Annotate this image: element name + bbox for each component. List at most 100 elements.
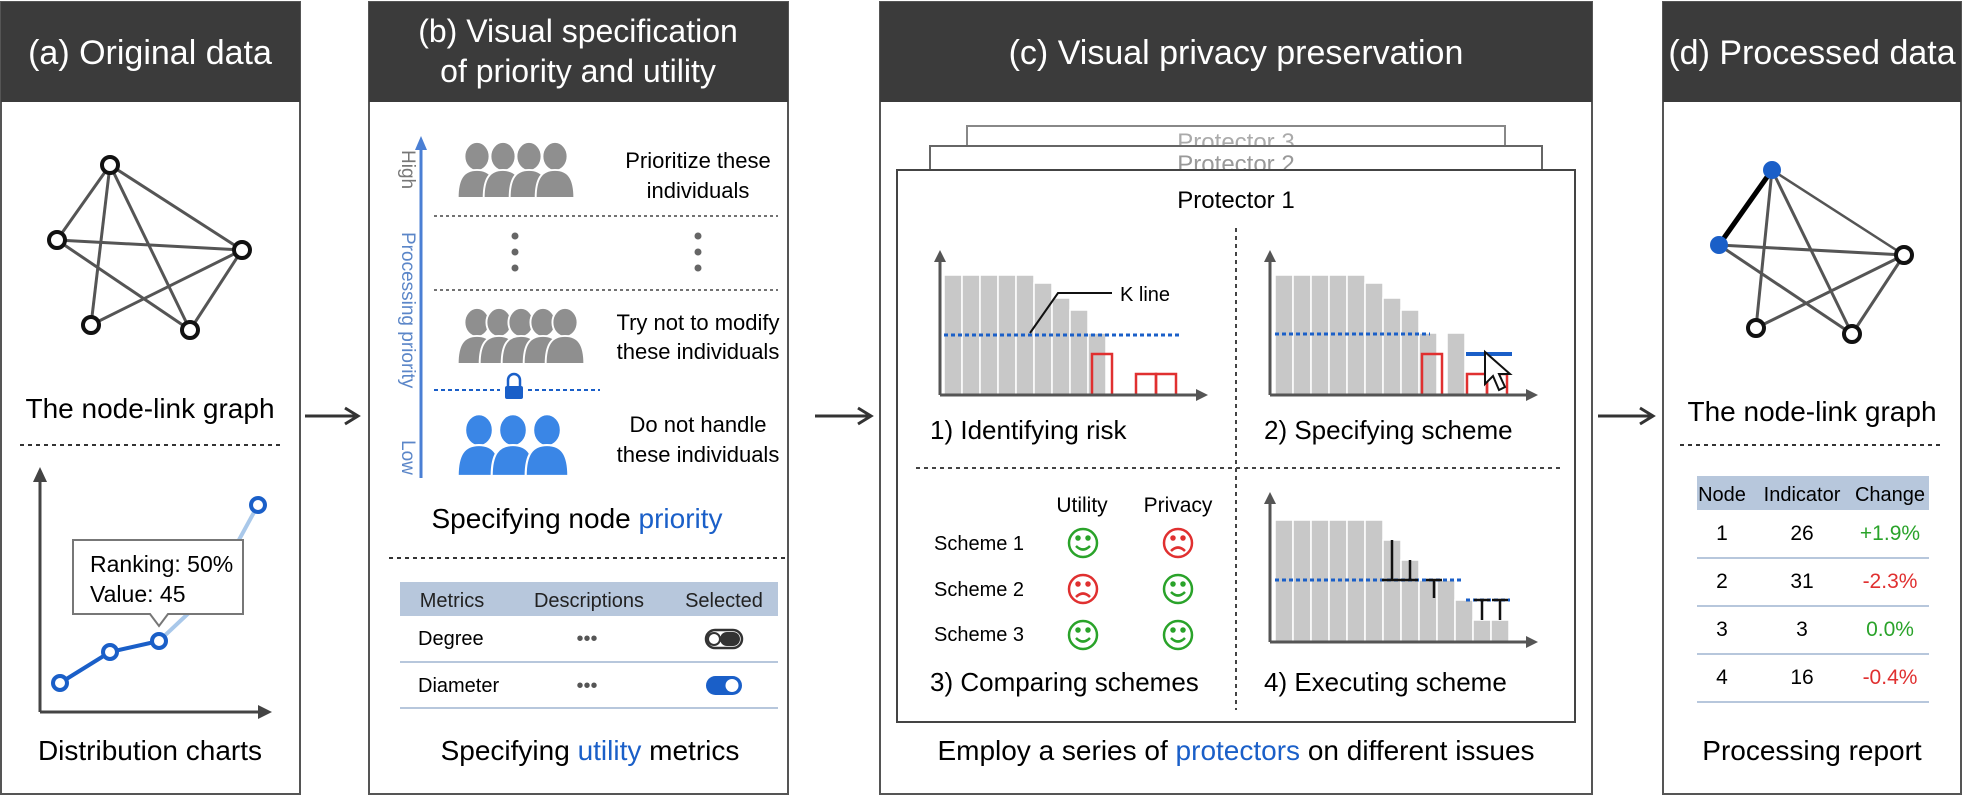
report-node: 4 bbox=[1716, 666, 1728, 689]
panel-b-title-line1: (b) Visual specification bbox=[418, 13, 738, 49]
report-indicator: 3 bbox=[1796, 618, 1808, 641]
group2-text-line1: Try not to modify bbox=[616, 310, 779, 335]
processed-graph-nodes bbox=[1710, 161, 1914, 344]
medium-priority-group-icon bbox=[456, 306, 586, 364]
report-indicator: 31 bbox=[1790, 570, 1813, 593]
panel-d-header bbox=[1663, 2, 1961, 102]
lock-icon bbox=[505, 372, 523, 399]
distribution-chart: Ranking: 50% Value: 45 bbox=[33, 467, 272, 719]
report-change: 0.0% bbox=[1866, 618, 1914, 641]
step-1-label: 1) Identifying risk bbox=[930, 415, 1128, 445]
scheme-1-label: Scheme 1 bbox=[934, 533, 1024, 555]
frown-icon bbox=[1067, 573, 1099, 605]
graph-node bbox=[81, 315, 101, 335]
col-utility: Utility bbox=[1056, 494, 1108, 517]
group3-text-line2: these individuals bbox=[617, 442, 780, 467]
col-node: Node bbox=[1698, 484, 1746, 506]
report-node: 3 bbox=[1716, 618, 1728, 641]
description-ellipsis: ••• bbox=[576, 628, 597, 650]
panel-a-chart-caption: Distribution charts bbox=[38, 735, 262, 766]
step-3-label: 3) Comparing schemes bbox=[930, 667, 1199, 697]
smile-icon bbox=[1067, 619, 1099, 651]
risk-chart: K line bbox=[934, 250, 1208, 401]
processed-graph bbox=[1716, 168, 1906, 336]
chart-tooltip: Ranking: 50% Value: 45 bbox=[72, 539, 244, 628]
original-graph bbox=[55, 163, 244, 332]
panel-d-border bbox=[1662, 1, 1962, 795]
report-table-header bbox=[1697, 476, 1929, 510]
graph-node bbox=[47, 230, 67, 250]
scheme-chart bbox=[1264, 250, 1538, 401]
panel-d: (d) Processed data The node-link graph N… bbox=[1662, 1, 1962, 795]
report-indicator: 26 bbox=[1790, 522, 1813, 545]
chart-point bbox=[101, 643, 119, 661]
report-change: +1.9% bbox=[1860, 522, 1920, 545]
report-indicator: 16 bbox=[1790, 666, 1813, 689]
panel-d-report-caption: Processing report bbox=[1702, 735, 1922, 766]
panel-a-border bbox=[0, 1, 301, 795]
report-change: -0.4% bbox=[1863, 666, 1918, 689]
group2-text-line2: these individuals bbox=[617, 339, 780, 364]
panel-d-graph-caption: The node-link graph bbox=[1687, 396, 1936, 427]
toggle-diameter[interactable] bbox=[706, 676, 742, 695]
arrow-b-c bbox=[815, 406, 874, 426]
protector-1-label: Protector 1 bbox=[1177, 187, 1294, 214]
col-change: Change bbox=[1855, 484, 1925, 506]
processing-report-table: Node Indicator Change 1 26 +1.9% 2 31 -2… bbox=[1697, 476, 1929, 703]
k-line-label: K line bbox=[1120, 284, 1170, 306]
graph-node bbox=[232, 240, 252, 260]
node-priority-caption: Specifying node priority bbox=[431, 503, 722, 534]
panel-c-title: (c) Visual privacy preservation bbox=[1009, 34, 1464, 72]
chart-point bbox=[51, 674, 69, 692]
utility-metrics-caption: Specifying utility metrics bbox=[441, 735, 740, 766]
panel-a: (a) Original data The node-link graph bbox=[0, 1, 301, 795]
group1-text-line1: Prioritize these bbox=[625, 148, 771, 173]
panel-c-header bbox=[880, 2, 1592, 102]
cursor-icon bbox=[1484, 349, 1513, 392]
graph-node bbox=[1894, 245, 1914, 265]
metric-diameter: Diameter bbox=[418, 675, 499, 697]
graph-node bbox=[1842, 324, 1862, 344]
frown-icon bbox=[1162, 527, 1194, 559]
graph-node bbox=[1746, 318, 1766, 338]
description-ellipsis: ••• bbox=[576, 675, 597, 697]
group3-text-line1: Do not handle bbox=[630, 412, 767, 437]
panel-b-title-line2: of priority and utility bbox=[440, 53, 716, 89]
arrow-c-d bbox=[1598, 406, 1656, 426]
smile-icon bbox=[1162, 619, 1194, 651]
col-selected: Selected bbox=[685, 590, 763, 612]
arrow-a-b bbox=[305, 406, 361, 426]
toggle-degree[interactable] bbox=[704, 628, 744, 650]
scheme-comparison: Utility Privacy Scheme 1 Scheme 2 Scheme… bbox=[934, 494, 1213, 651]
metric-degree: Degree bbox=[418, 628, 484, 650]
panel-a-title: (a) Original data bbox=[28, 34, 272, 72]
panel-a-graph-caption: The node-link graph bbox=[25, 393, 274, 424]
step-4-label: 4) Executing scheme bbox=[1264, 667, 1507, 697]
axis-mid-label: Processing priority bbox=[397, 232, 418, 389]
tooltip-ranking: Ranking: 50% bbox=[90, 551, 233, 577]
executed-chart bbox=[1264, 492, 1538, 648]
col-descriptions: Descriptions bbox=[534, 590, 644, 612]
metrics-table-header bbox=[400, 582, 778, 616]
panel-c: (c) Visual privacy preservation Protecto… bbox=[879, 1, 1593, 795]
smile-icon bbox=[1162, 573, 1194, 605]
graph-node bbox=[1710, 236, 1728, 254]
col-indicator: Indicator bbox=[1764, 484, 1841, 506]
low-priority-group-icon bbox=[456, 412, 570, 476]
chart-point bbox=[249, 496, 267, 514]
priority-axis: High Processing priority Low bbox=[397, 136, 427, 478]
axis-low-label: Low bbox=[397, 440, 418, 475]
group1-text-line2: individuals bbox=[647, 178, 750, 203]
report-node: 2 bbox=[1716, 570, 1728, 593]
smile-icon bbox=[1067, 527, 1099, 559]
report-node: 1 bbox=[1716, 522, 1728, 545]
panel-b: (b) Visual specification of priority and… bbox=[368, 1, 789, 795]
metrics-table: Metrics Descriptions Selected Degree •••… bbox=[400, 582, 778, 709]
chart-point bbox=[150, 632, 168, 650]
col-metrics: Metrics bbox=[420, 590, 484, 612]
tooltip-value: Value: 45 bbox=[90, 581, 185, 607]
panel-a-header bbox=[1, 2, 300, 102]
report-change: -2.3% bbox=[1863, 570, 1918, 593]
panel-d-title: (d) Processed data bbox=[1668, 34, 1955, 72]
